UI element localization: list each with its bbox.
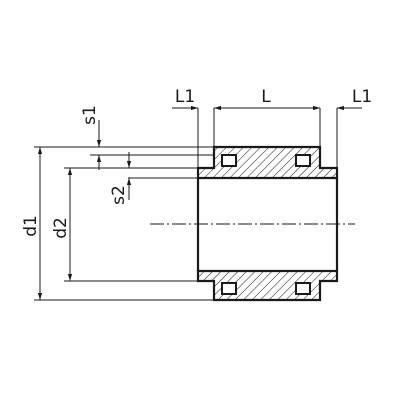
dim-label-l: L bbox=[261, 87, 271, 107]
dim-label-d1: d1 bbox=[21, 215, 41, 237]
dim-label-s1: s1 bbox=[80, 105, 100, 125]
dim-label-l1-right: L1 bbox=[352, 87, 372, 107]
dim-label-d2: d2 bbox=[51, 217, 71, 239]
extension-lines bbox=[34, 108, 338, 301]
right-seal-groove-upper bbox=[295, 154, 311, 167]
left-seal-groove-lower bbox=[221, 282, 237, 295]
left-seal-groove-upper bbox=[221, 154, 237, 167]
right-seal-groove-lower bbox=[295, 282, 311, 295]
dim-label-s2: s2 bbox=[109, 185, 129, 205]
dim-label-l1-left: L1 bbox=[175, 87, 195, 107]
upper-wall-section bbox=[196, 145, 339, 180]
lower-wall-section bbox=[196, 269, 339, 302]
